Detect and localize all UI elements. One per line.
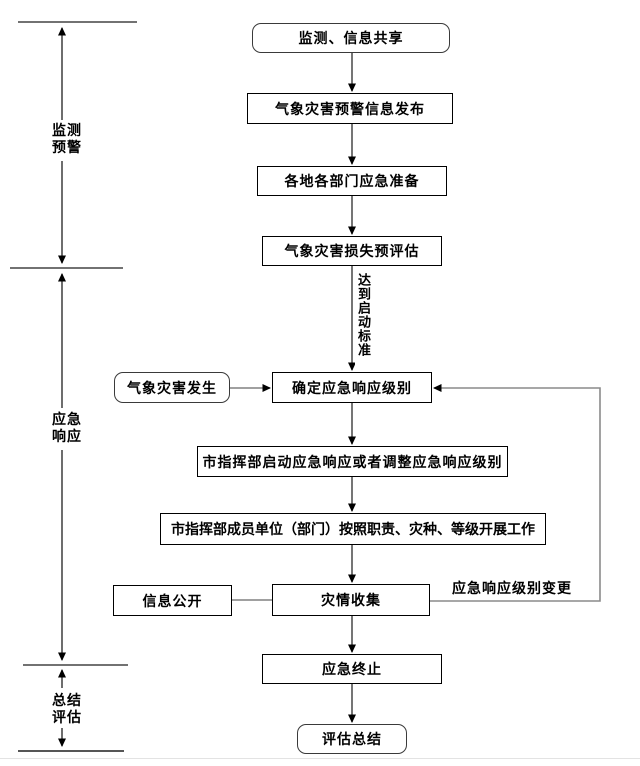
node-emergency-prep: 各地各部门应急准备 <box>257 166 447 196</box>
node-members-work: 市指挥部成员单位（部门）按照职责、灾种、等级开展工作 <box>160 513 546 545</box>
phase-summary-line2: 评估 <box>52 709 82 725</box>
node-evaluate-summary: 评估总结 <box>297 724 407 754</box>
phase-label-response: 应急 响应 <box>44 411 90 445</box>
node-determine-level: 确定应急响应级别 <box>272 372 432 403</box>
phase-monitoring-line1: 监测 <box>52 122 82 138</box>
edge-label-reach-start-standard: 达到启动标准 <box>355 273 371 365</box>
phase-summary-line1: 总结 <box>52 692 82 708</box>
phase-response-line1: 应急 <box>52 411 82 427</box>
node-disaster-occur: 气象灾害发生 <box>114 372 230 403</box>
phase-label-summary: 总结 评估 <box>44 692 90 726</box>
phase-label-monitoring: 监测 预警 <box>44 122 90 156</box>
node-monitor-share: 监测、信息共享 <box>252 23 450 53</box>
node-loss-pre-assess: 气象灾害损失预评估 <box>262 236 442 266</box>
node-start-or-adjust: 市指挥部启动应急响应或者调整应急响应级别 <box>197 446 508 477</box>
edge-label-level-change: 应急响应级别变更 <box>452 578 572 598</box>
page-bottom-rule <box>0 758 640 759</box>
arrow-feedback-level-change <box>430 384 601 602</box>
node-warning-release: 气象灾害预警信息发布 <box>247 93 453 124</box>
node-disaster-collect: 灾情收集 <box>272 584 430 616</box>
phase-monitoring-line2: 预警 <box>52 139 82 155</box>
node-emergency-end: 应急终止 <box>262 654 442 684</box>
phase-response-line2: 响应 <box>52 428 82 444</box>
node-info-public: 信息公开 <box>113 585 232 616</box>
